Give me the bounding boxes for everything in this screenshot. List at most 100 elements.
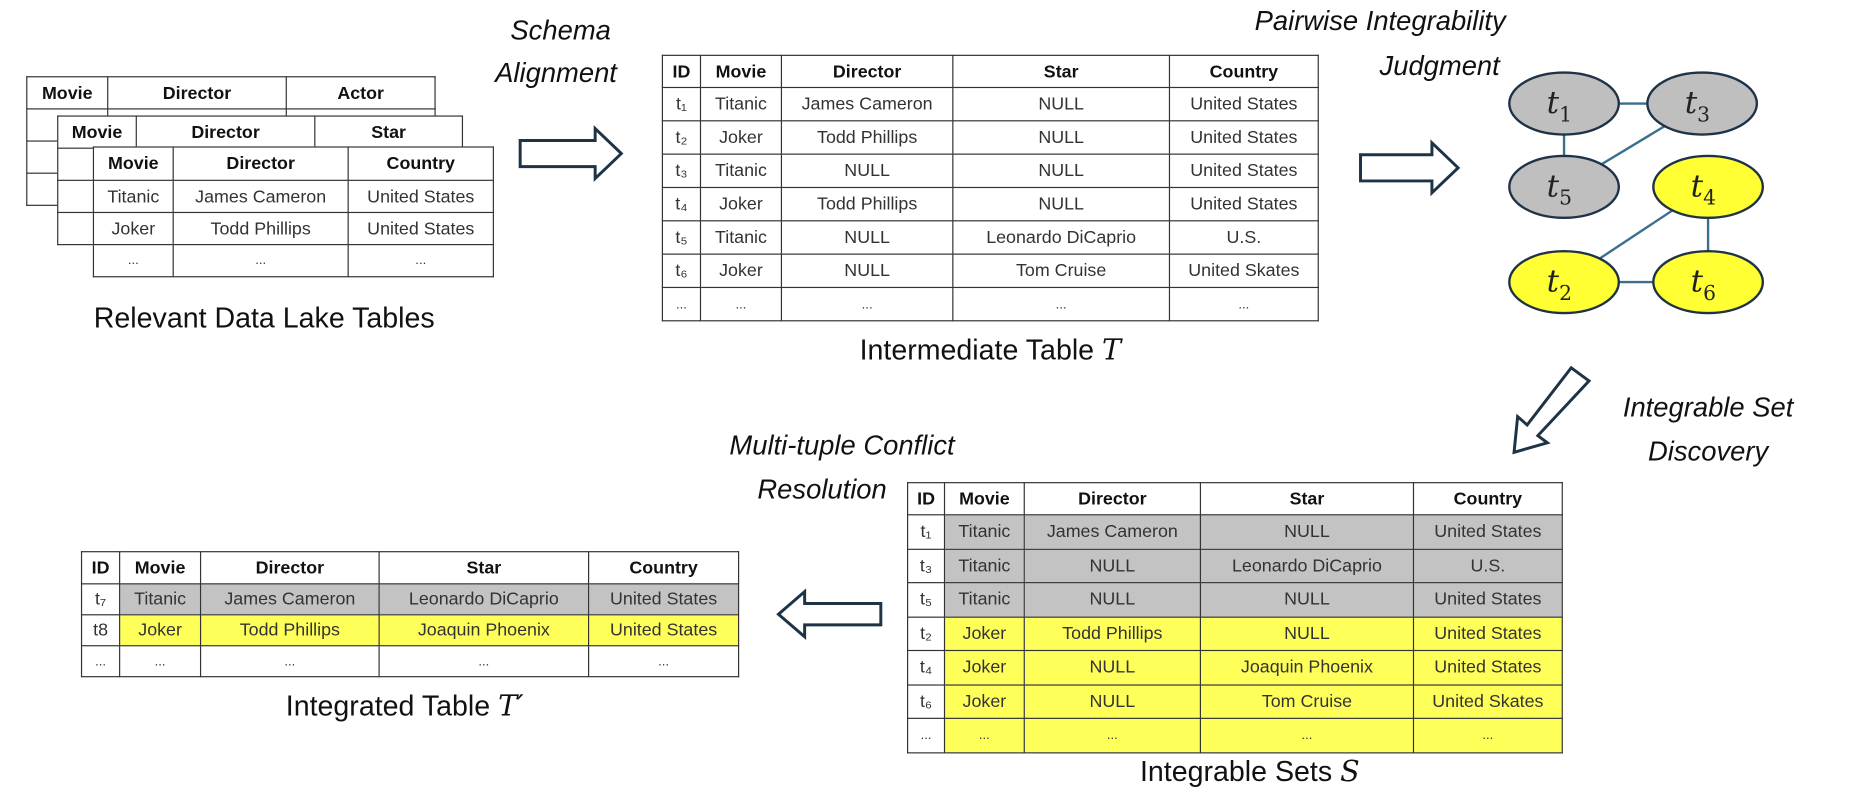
node-label: t6 (1691, 264, 1716, 305)
table-cell: ... (378, 645, 590, 678)
table-cell: Todd Phillips (780, 120, 954, 155)
column-header: Country (588, 551, 740, 585)
table-cell: t₅ (661, 220, 702, 255)
table-cell: ... (199, 645, 380, 678)
table-cell: ... (699, 286, 783, 322)
step-schema-alignment-line2: Alignment (495, 57, 617, 89)
graph-node-t2: t2 (1508, 249, 1620, 315)
table-cell: NULL (780, 153, 954, 189)
node-label: t4 (1691, 168, 1716, 209)
caption-symbol: T′ (498, 689, 524, 723)
table-cell: t₆ (907, 683, 946, 719)
table-cell: NULL (952, 86, 1171, 122)
step-pairwise-line2: Judgment (1379, 49, 1500, 81)
caption-text: Integrable Sets (1139, 755, 1333, 788)
table-cell: Joaquin Phoenix (1199, 649, 1415, 686)
table-cell: James Cameron (199, 583, 380, 616)
column-header: Director (1023, 482, 1202, 516)
column-header: Country (1412, 482, 1563, 516)
table-cell: Tom Cruise (1199, 683, 1415, 719)
table-cell: ... (780, 286, 954, 322)
table-cell: United States (1168, 86, 1319, 122)
table-cell: United States (1412, 615, 1563, 652)
node-label: t3 (1685, 85, 1710, 126)
table-cell: NULL (1199, 582, 1415, 618)
table-cell: Tom Cruise (952, 253, 1171, 289)
table-cell: Joker (119, 614, 202, 647)
table-cell: James Cameron (1023, 514, 1202, 550)
table-cell: United States (1168, 153, 1319, 189)
table-cell: U.S. (1412, 548, 1563, 584)
node-label-sub: 6 (1703, 281, 1716, 305)
column-header: Movie (26, 76, 109, 110)
table-cell: Joaquin Phoenix (378, 614, 590, 647)
table-cell: ... (1412, 717, 1563, 753)
node-label-sub: 3 (1697, 102, 1710, 126)
graph-node-t4: t4 (1652, 154, 1765, 220)
column-header: Movie (699, 54, 783, 89)
table-cell: Titanic (943, 548, 1025, 584)
node-label-main: t (1547, 168, 1560, 204)
table-cell: ... (1023, 717, 1202, 753)
integrated-caption: Integrated Table T′ (167, 689, 643, 724)
table-cell: United States (588, 614, 740, 647)
node-label-sub: 5 (1559, 186, 1572, 210)
node-label-main: t (1685, 85, 1698, 121)
table-cell: United States (1412, 514, 1563, 550)
column-header: Movie (943, 482, 1025, 516)
column-header: Country (1168, 54, 1319, 89)
step-set-discovery-line1: Integrable Set (1622, 391, 1794, 423)
node-label-sub: 2 (1559, 281, 1572, 305)
table-cell: Titanic (119, 583, 202, 616)
table-cell: Todd Phillips (199, 614, 380, 647)
column-header: ID (661, 54, 702, 89)
node-ellipse (1652, 154, 1765, 220)
table-cell: Titanic (699, 153, 783, 189)
table-cell: Titanic (92, 179, 174, 214)
table-cell: NULL (780, 253, 954, 289)
column-header: Star (314, 115, 464, 149)
node-label-sub: 1 (1559, 102, 1572, 126)
table-cell: t₁ (907, 514, 946, 550)
graph-node-t1: t1 (1508, 71, 1620, 136)
column-header: ID (80, 551, 121, 585)
table-cell: t₂ (907, 615, 946, 652)
column-header: Director (135, 115, 316, 149)
table-cell: NULL (1199, 514, 1415, 550)
table-cell: Joker (699, 186, 783, 222)
table-cell: Leonardo DiCaprio (1199, 548, 1415, 584)
table-cell: ... (119, 645, 202, 678)
table-cell: NULL (1023, 548, 1202, 584)
arrow-right-icon (518, 125, 624, 183)
node-ellipse (1508, 154, 1620, 220)
graph-node-t3: t3 (1646, 71, 1759, 136)
table-cell: ... (1168, 286, 1319, 322)
table-cell: t₃ (661, 153, 702, 189)
table-cell: ... (907, 717, 946, 753)
column-header: Movie (119, 551, 202, 585)
graph-node-t5: t5 (1508, 154, 1620, 220)
lake-caption: Relevant Data Lake Tables (93, 302, 435, 335)
table-cell: Joker (943, 649, 1025, 686)
table-cell: Todd Phillips (780, 186, 954, 222)
node-label-main: t (1691, 168, 1704, 204)
table-cell: Joker (92, 211, 174, 246)
table-cell: Titanic (699, 86, 783, 122)
table-cell: t₃ (907, 548, 946, 584)
column-header: Country (347, 146, 494, 181)
column-header: Director (780, 54, 954, 89)
